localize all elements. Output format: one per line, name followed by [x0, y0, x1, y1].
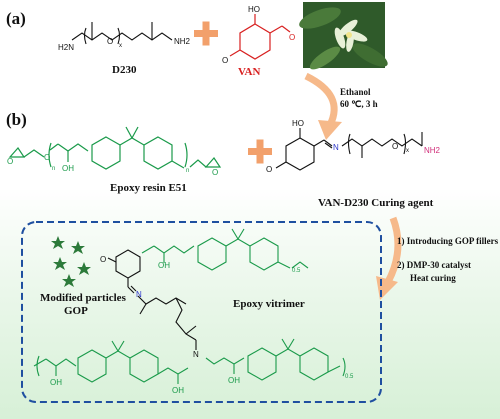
d230-structure: [71, 22, 173, 45]
curing-agent-name: VAN-D230 Curing agent: [318, 197, 434, 209]
reaction-arrow-1: [304, 72, 338, 127]
panel-label-a: (a): [6, 9, 26, 28]
vitrimer-dashed-box: [21, 221, 382, 403]
curing-agent-ether-o: O: [392, 142, 398, 151]
reaction-arrow-2-head: [376, 276, 398, 300]
vitrimer-methoxy-o: O: [100, 255, 106, 264]
e51-subscript-n: n: [52, 166, 55, 172]
condition-gop-fillers: 1) Introducing GOP fillers: [397, 236, 499, 246]
panel-label-b: (b): [6, 110, 27, 129]
d230-name: D230: [112, 64, 137, 76]
condition-heat-curing: Heat curing: [410, 273, 456, 283]
e51-hydroxyl: OH: [62, 164, 74, 173]
vitrimer-network-structure: [33, 228, 346, 384]
vitrimer-lower-oh-mid: OH: [172, 386, 184, 395]
plus-sign-middle: [248, 139, 272, 164]
vitrimer-imine-n: N: [136, 290, 142, 299]
d230-nh2-label: NH2: [174, 37, 191, 46]
reaction-arrow-1-head: [318, 120, 342, 140]
e51-subscript-n-right: n: [186, 168, 189, 174]
e51-epoxide-o-left: O: [7, 157, 13, 166]
d230-subscript-x: x: [119, 43, 122, 49]
vanilla-flower-photo: [299, 2, 388, 70]
condition-catalyst: 2) DMP-30 catalyst: [397, 260, 471, 270]
e51-ether-o-left: O: [44, 153, 50, 162]
e51-structure: [8, 126, 222, 170]
vitrimer-name: Epoxy vitrimer: [233, 298, 305, 310]
condition-solvent: Ethanol: [340, 87, 371, 97]
vitrimer-subscript-upper: 0.5: [292, 268, 301, 274]
curing-agent-methoxy-o: O: [266, 165, 272, 174]
curing-agent-imine-n: N: [333, 143, 339, 152]
e51-epoxide-o-right: O: [212, 168, 218, 177]
plus-sign-top: [194, 21, 218, 46]
van-aldehyde-o-label: O: [289, 33, 295, 42]
curing-agent-oh: HO: [292, 119, 304, 128]
vitrimer-subscript-lower: 0.5: [345, 374, 354, 380]
vitrimer-lower-oh-left: OH: [50, 378, 62, 387]
vitrimer-lower-oh-right: OH: [228, 376, 240, 385]
gop-particles: [51, 236, 91, 287]
gop-label-line2: GOP: [64, 305, 88, 317]
condition-temperature: 60 ℃, 3 h: [340, 99, 378, 109]
curing-agent-nh2: NH2: [424, 146, 441, 155]
vitrimer-upper-oh: OH: [158, 261, 170, 270]
reaction-arrow-2: [384, 216, 402, 284]
van-structure: [229, 14, 291, 60]
van-methoxy-o-label: O: [222, 56, 228, 65]
curing-agent-structure: [275, 128, 423, 171]
curing-agent-subscript-x: x: [406, 148, 409, 154]
e51-name: Epoxy resin E51: [110, 182, 187, 194]
d230-h2n-label: H2N: [58, 43, 74, 52]
van-oh-label: HO: [248, 5, 260, 14]
gop-label-line1: Modified particles: [40, 292, 127, 304]
d230-ether-o-label: O: [107, 37, 113, 46]
vitrimer-tertiary-n: N: [193, 350, 199, 359]
van-name: VAN: [238, 66, 260, 78]
